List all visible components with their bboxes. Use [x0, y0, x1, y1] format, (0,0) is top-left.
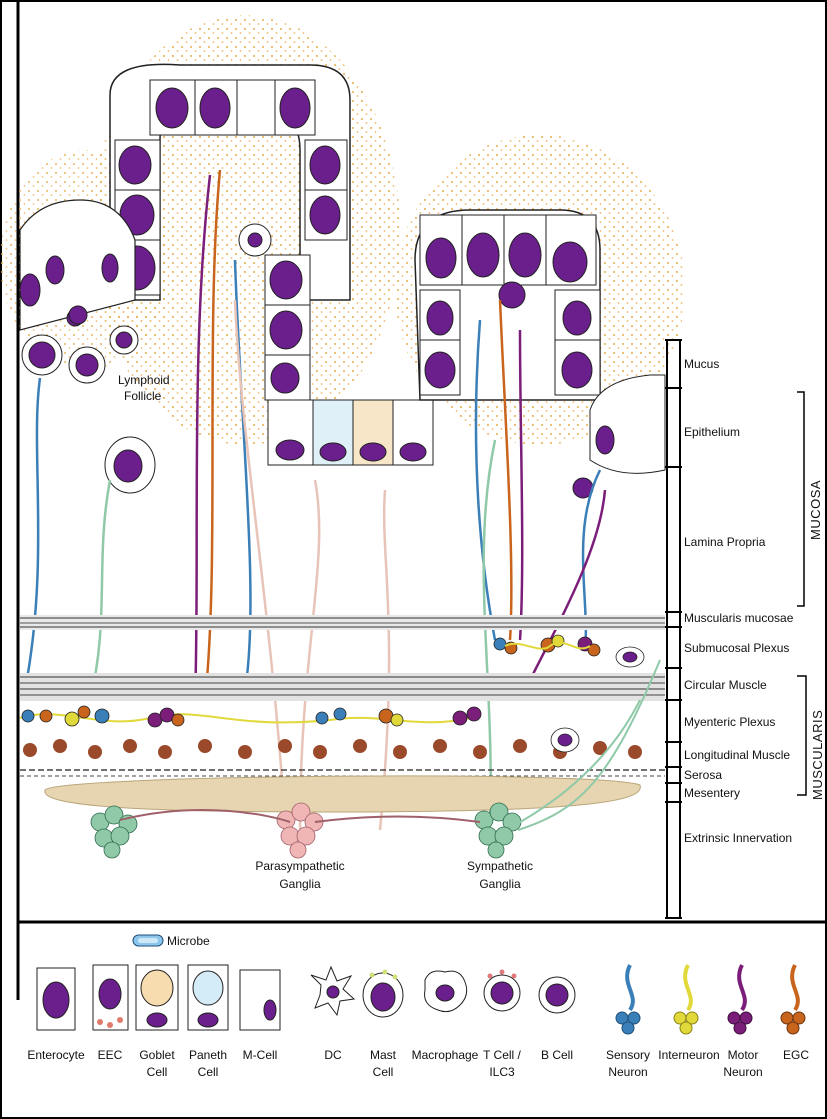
legend-label-t-cell-2: ILC3: [489, 1065, 515, 1079]
crypt-base-cells: [268, 400, 433, 465]
layer-label-epithelium: Epithelium: [684, 425, 740, 439]
legend-label-mast-2: Cell: [373, 1065, 394, 1079]
sympathetic-label-1: Sympathetic: [467, 859, 533, 873]
legend-label-t-cell-1: T Cell /: [483, 1048, 521, 1062]
b-cell-icon: [539, 977, 575, 1013]
microbe-label: Microbe: [167, 934, 210, 948]
t-cell-icon: [484, 970, 520, 1012]
parasympathetic-label-2: Ganglia: [279, 877, 321, 891]
goblet-cell-icon: [136, 965, 178, 1030]
legend-label-egc: EGC: [783, 1048, 809, 1062]
muscularis-group-label: MUSCULARIS: [810, 710, 825, 800]
m-cell-icon: [240, 970, 280, 1030]
eec-icon: [93, 965, 128, 1030]
circular-muscle-band: [20, 673, 665, 701]
legend-label-interneuron: Interneuron: [658, 1048, 719, 1062]
layer-label-extrinsic-innervation: Extrinsic Innervation: [684, 831, 792, 845]
enterocyte-icon: [37, 968, 75, 1030]
legend-label-goblet-1: Goblet: [139, 1048, 175, 1062]
legend-label-motor-2: Neuron: [723, 1065, 762, 1079]
layer-label-serosa: Serosa: [684, 768, 722, 782]
legend-label-macrophage: Macrophage: [412, 1048, 479, 1062]
legend-label-paneth-1: Paneth: [189, 1048, 227, 1062]
legend-label-dc: DC: [324, 1048, 342, 1062]
legend-label-m-cell: M-Cell: [243, 1048, 278, 1062]
microbe-icon: [133, 935, 163, 946]
legend-label-mast-1: Mast: [370, 1048, 397, 1062]
layer-label-mesentery: Mesentery: [684, 786, 740, 800]
legend-label-b-cell: B Cell: [541, 1048, 573, 1062]
villus-right: [415, 210, 600, 400]
parasympathetic-label-1: Parasympathetic: [255, 859, 344, 873]
legend-label-sensory-2: Neuron: [608, 1065, 647, 1079]
lymphoid-follicle-label-2: Follicle: [124, 389, 162, 403]
mucosa-group-label: MUCOSA: [808, 480, 823, 540]
legend-label-sensory-1: Sensory: [606, 1048, 650, 1062]
legend-label-motor-1: Motor: [728, 1048, 759, 1062]
mesentery: [45, 776, 641, 812]
layer-label-longitudinal-muscle: Longitudinal Muscle: [684, 748, 790, 762]
legend-label-goblet-2: Cell: [147, 1065, 168, 1079]
legend-label-eec: EEC: [98, 1048, 123, 1062]
sympathetic-label-2: Ganglia: [479, 877, 521, 891]
layer-label-mucus: Mucus: [684, 357, 719, 371]
layer-label-circular-muscle: Circular Muscle: [684, 678, 767, 692]
legend-label-paneth-2: Cell: [198, 1065, 219, 1079]
layer-label-muscularis-mucosae: Muscularis mucosae: [684, 611, 794, 625]
paneth-cell-icon: [188, 965, 228, 1030]
muscularis-mucosae-band: [20, 615, 665, 630]
layer-label-submucosal-plexus: Submucosal Plexus: [684, 641, 789, 655]
lymphoid-follicle-label-1: Lymphoid: [118, 373, 170, 387]
layer-label-myenteric-plexus: Myenteric Plexus: [684, 715, 775, 729]
layer-label-lamina-propria: Lamina Propria: [684, 535, 766, 549]
legend-label-enterocyte: Enterocyte: [27, 1048, 85, 1062]
